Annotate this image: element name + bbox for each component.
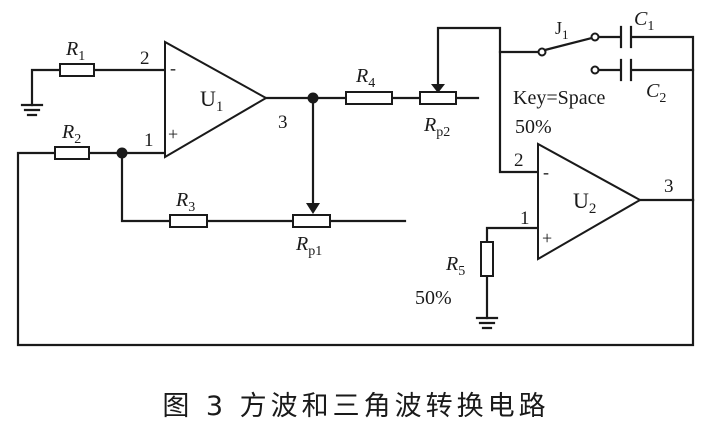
opamp-u1: - + U1 2 1 3 (140, 40, 288, 159)
r5-label: R5 (445, 253, 465, 279)
u2-sign-minus: - (543, 162, 549, 182)
r2-label: R2 (61, 121, 81, 147)
junction-dot-u1-output (307, 92, 319, 104)
j1-label: J1 (555, 18, 569, 42)
ground-icon (475, 316, 499, 330)
u1-pin-plus: 1 (144, 130, 154, 151)
r1-label: R1 (65, 38, 85, 64)
rp2-setting: 50% (515, 116, 552, 138)
u2-pin-plus: 1 (520, 208, 530, 229)
ground-icon (20, 103, 44, 117)
wires (16, 26, 695, 347)
c1-label: C1 (634, 8, 654, 34)
switch-j1: J1 Key=Space (513, 18, 605, 109)
u2-label: U2 (573, 188, 596, 217)
u2-pin-out: 3 (664, 176, 674, 197)
capacitor-c2: C2 (619, 58, 666, 106)
u1-sign-plus: + (168, 124, 178, 144)
switch-key-label: Key=Space (513, 87, 605, 109)
r5-setting: 50% (415, 287, 452, 309)
u1-pin-minus: 2 (140, 48, 150, 69)
u1-label: U1 (200, 86, 223, 115)
r4-label: R4 (355, 65, 375, 91)
u2-pin-minus: 2 (514, 150, 524, 171)
capacitor-c1: C1 (619, 8, 654, 49)
figure-caption: 图 3 方波和三角波转换电路 (162, 391, 550, 422)
c2-label: C2 (646, 80, 666, 106)
opamp-u2: - + U2 2 1 3 (514, 142, 674, 261)
resistor-r4: R4 (345, 65, 393, 105)
u1-pin-out: 3 (278, 112, 288, 133)
rp2-label: Rp2 (423, 114, 450, 140)
resistor-r5: R5 50% (415, 241, 494, 309)
u1-sign-minus: - (170, 58, 176, 78)
r3-label: R3 (175, 189, 195, 215)
junction-dot-r2-r3 (116, 147, 128, 159)
wiper-arrow-icon (306, 203, 320, 214)
resistor-r3: R3 (169, 189, 208, 228)
potentiometer-rp2: Rp2 50% (419, 84, 552, 140)
potentiometer-rp1: Rp1 (292, 203, 331, 259)
resistor-r1: R1 (59, 38, 95, 77)
resistor-r2: R2 (54, 121, 90, 160)
u2-sign-plus: + (542, 228, 552, 248)
wiper-arrow-icon (431, 84, 445, 93)
rp1-label: Rp1 (295, 233, 322, 259)
